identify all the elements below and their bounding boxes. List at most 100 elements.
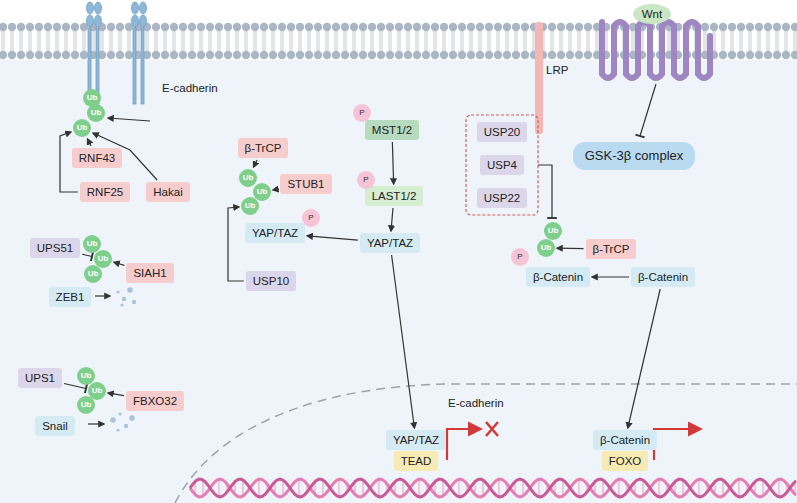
node-text: ZEB1: [56, 291, 85, 303]
node-text: β-Catenin: [600, 434, 650, 446]
arrow-connector: [628, 289, 660, 428]
node-text: β-TrCP: [593, 243, 630, 255]
internalization-arrow: [108, 118, 150, 121]
node-text: UPS51: [37, 242, 73, 254]
node-text: β-Catenin: [533, 271, 583, 283]
node-text: P: [363, 175, 368, 184]
protein-label: E-cadherin: [448, 397, 504, 409]
phospho-circle: P: [357, 171, 375, 189]
node-text: UPS1: [25, 372, 55, 384]
e3-ligase-box: RNF43: [72, 148, 122, 168]
ubiquitin-circle: Ub: [77, 396, 95, 414]
phospho-circle: P: [302, 209, 320, 227]
node-text: Ub: [87, 93, 98, 102]
e3-ligase-box: FBXO32: [126, 391, 184, 411]
arrow-connector: [88, 139, 92, 146]
node-text: YAP/TAZ: [367, 237, 413, 249]
node-text: Ub: [81, 400, 92, 409]
ubiquitin-circle: Ub: [84, 265, 102, 283]
ligand-oval: Wnt: [633, 4, 671, 24]
node-text: Wnt: [642, 8, 662, 20]
arrow-connector: [392, 255, 415, 428]
node-text: USP20: [484, 126, 520, 138]
node-text: Ub: [245, 201, 256, 210]
node-text: MST1/2: [372, 124, 412, 136]
deubiquitinase-box: USP20: [477, 122, 527, 142]
cytoplasm: [0, 60, 797, 503]
inhibition-line: [538, 165, 552, 218]
ubiquitin-circle: Ub: [241, 197, 259, 215]
frizzled-receptor: [602, 22, 710, 78]
arrow-connector: [557, 248, 584, 250]
arrow-connector: [114, 262, 124, 265]
node-text: Ub: [91, 108, 102, 117]
node-text: Ub: [92, 386, 103, 395]
e3-ligase-box: Hakai: [146, 182, 189, 202]
lrp-receptor: [535, 22, 543, 134]
e-cadherin-receptor: [87, 2, 147, 104]
node-text: FBXO32: [133, 395, 177, 407]
e3-ligase-box: SIAH1: [126, 263, 173, 283]
inhibition-line: [640, 84, 656, 136]
ubiquitin-circle: Ub: [239, 169, 257, 187]
e3-ligase-box: STUB1: [280, 174, 331, 194]
e3-ligase-box: RNF25: [80, 182, 130, 202]
protein-box: Snail: [35, 416, 75, 436]
node-text: GSK-3β complex: [585, 148, 684, 163]
node-text: TEAD: [401, 455, 432, 467]
ubiquitin-circle: Ub: [544, 222, 562, 240]
node-text: USP4: [487, 159, 517, 171]
node-text: P: [308, 213, 313, 222]
ubiquitin-circle: Ub: [537, 239, 555, 257]
node-text: Ub: [77, 123, 88, 132]
protein-box: β-Catenin: [593, 430, 657, 450]
inhibition-connector: [82, 254, 92, 256]
node-text: P: [359, 108, 364, 117]
arrow-connector: [253, 160, 256, 167]
node-text: LAST1/2: [372, 190, 417, 202]
node-text: YAP/TAZ: [393, 434, 439, 446]
arrow-connector: [273, 188, 278, 190]
arrow-line: [95, 295, 110, 296]
transcription-arrow: [447, 429, 480, 460]
protein-box: YAP/TAZ: [386, 430, 446, 450]
dub-group-box: [466, 115, 538, 215]
node-text: SIAH1: [133, 267, 166, 279]
receptor-label: LRP: [546, 64, 568, 76]
node-text: Ub: [88, 269, 99, 278]
e3-ligase-box: β-TrCP: [586, 239, 637, 259]
node-text: Ub: [243, 173, 254, 182]
node-text: STUB1: [287, 178, 324, 190]
repression-cross: [486, 422, 498, 436]
deubiquitinase-box: USP22: [477, 188, 527, 208]
arrow-connector: [392, 142, 393, 184]
node-text: Ub: [541, 243, 552, 252]
node-text: RNF43: [79, 152, 115, 164]
node-text: Ub: [87, 239, 98, 248]
arrow-connector: [592, 276, 629, 277]
protein-label: E-cadherin: [162, 82, 218, 94]
node-text: β-Catenin: [638, 271, 688, 283]
transcription-arrow: [654, 429, 700, 460]
node-text: Ub: [81, 371, 92, 380]
node-text: Ub: [98, 254, 109, 263]
node-text: Snail: [42, 420, 68, 432]
kinase-box: LAST1/2: [365, 186, 424, 206]
node-text: β-TrCP: [245, 142, 282, 154]
deubiquitinase-box: UPS1: [18, 368, 62, 388]
deubiquitinase-box: USP10: [246, 271, 296, 291]
node-text: Hakai: [153, 186, 182, 198]
protein-box: YAP/TAZ: [360, 233, 420, 253]
node-text: P: [517, 252, 522, 261]
ubiquitin-circle: Ub: [73, 119, 91, 137]
cell-membrane: [0, 23, 797, 59]
arrow-connector: [108, 393, 124, 396]
deubiquitinase-box: USP4: [480, 155, 524, 175]
dna-helix: [190, 479, 796, 497]
protein-box: ZEB1: [49, 287, 92, 307]
arrow-line: [88, 423, 104, 424]
arrow-connector: [228, 207, 244, 281]
kinase-box: MST1/2: [365, 120, 419, 140]
arrow-connector: [307, 236, 358, 240]
